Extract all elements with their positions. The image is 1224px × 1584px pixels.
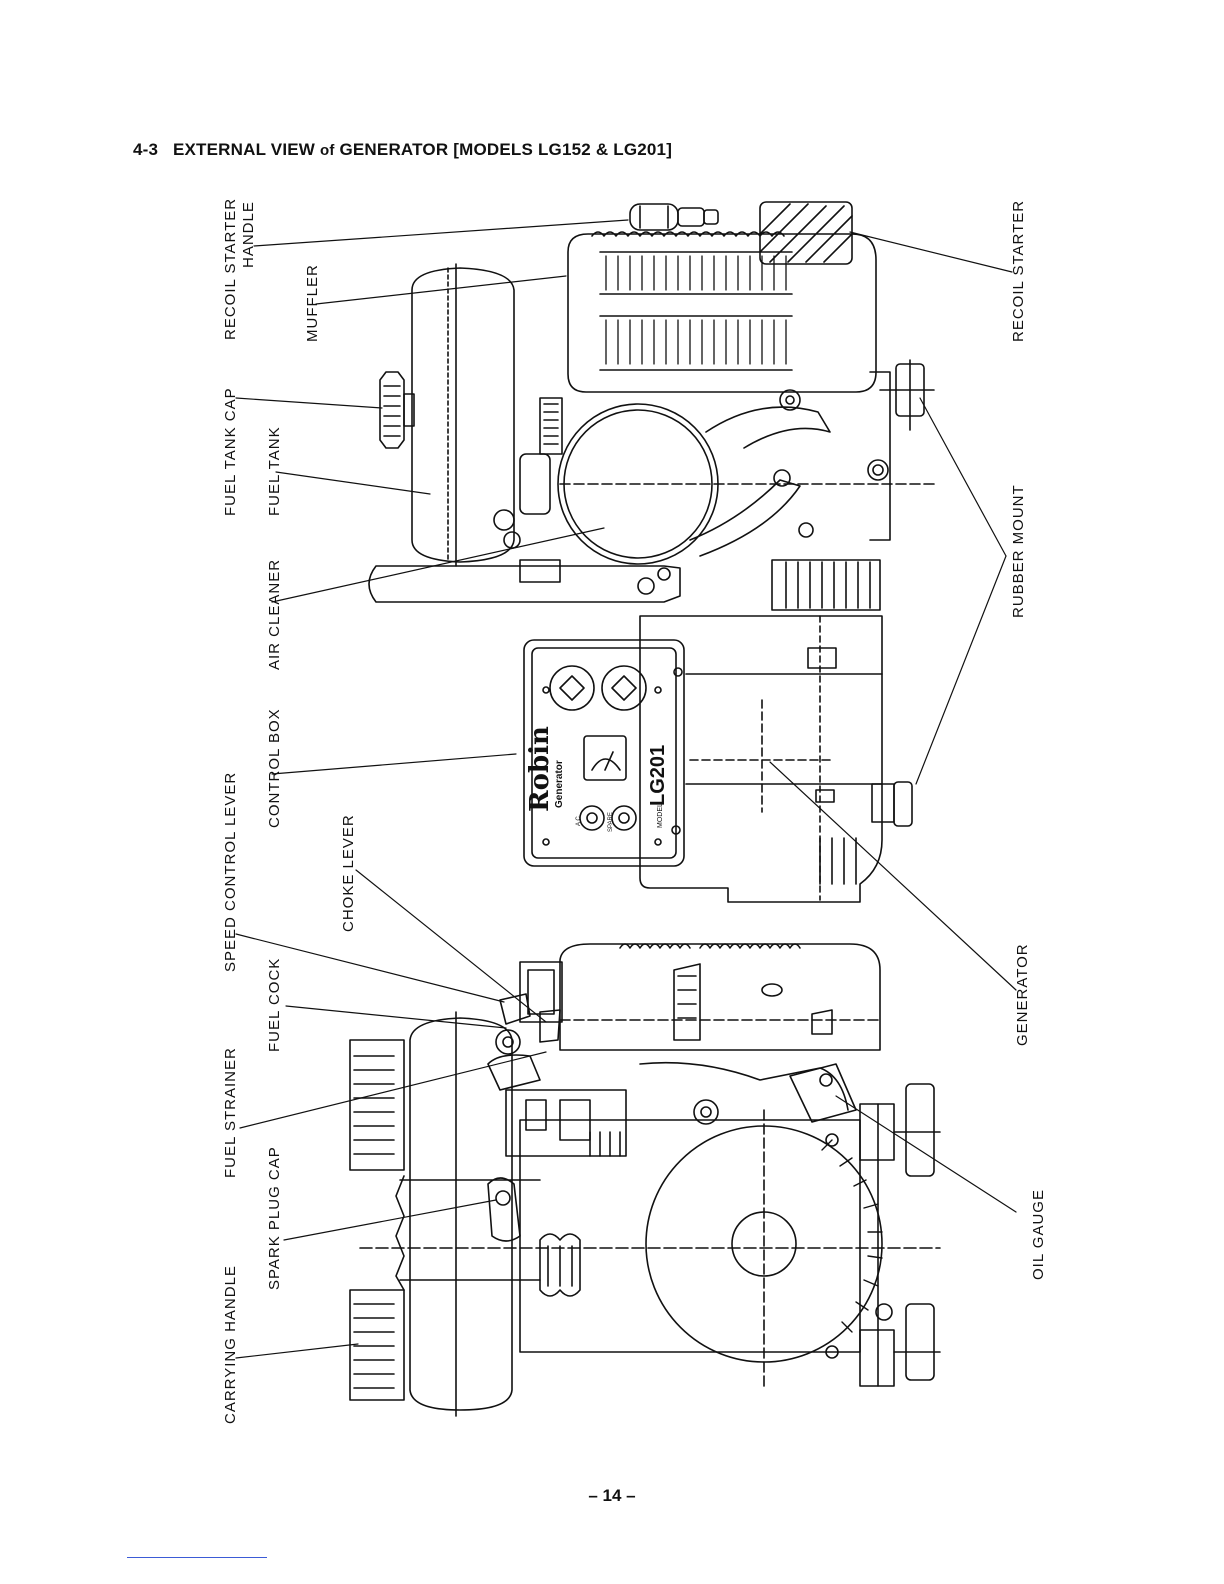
fuel-tank-cap-shape bbox=[379, 371, 415, 449]
section-title-of: of bbox=[319, 142, 335, 159]
panel-brand: Robin bbox=[525, 726, 555, 812]
leader-lines bbox=[235, 219, 1017, 1359]
control-box-shape: Robin Generator MODEL LG201 A C SPARE bbox=[523, 639, 685, 867]
top-frame-shape bbox=[368, 359, 935, 603]
side-engine-top-shape bbox=[559, 943, 881, 1051]
air-cleaner-shape bbox=[557, 403, 935, 565]
section-title-part1: EXTERNAL VIEW bbox=[172, 140, 316, 159]
side-rubber-mounts-shape bbox=[859, 1083, 941, 1387]
section-heading: 4-3 EXTERNAL VIEW of GENERATOR [MODELS L… bbox=[133, 140, 672, 160]
top-view: Robin Generator MODEL LG201 A C SPARE bbox=[368, 201, 935, 903]
carburetor-linkage-shape bbox=[493, 389, 889, 549]
side-view bbox=[349, 943, 941, 1417]
footer-rule bbox=[127, 1557, 267, 1558]
side-fuel-tank-shape bbox=[349, 1011, 541, 1417]
panel-subtitle: Generator bbox=[554, 760, 565, 808]
top-fins-shape bbox=[771, 559, 881, 611]
fuel-tank-shape bbox=[411, 263, 515, 567]
panel-ac: A C bbox=[576, 816, 582, 826]
panel-model-prefix: MODEL bbox=[657, 803, 664, 828]
page-number: – 14 – bbox=[588, 1486, 636, 1505]
side-controls-shape bbox=[487, 961, 857, 1157]
panel-model: LG201 bbox=[647, 745, 669, 806]
recoil-starter-handle-shape bbox=[629, 203, 719, 231]
generator-body-shape bbox=[639, 615, 913, 903]
flywheel-shape bbox=[359, 1109, 941, 1391]
section-number: 4-3 bbox=[133, 140, 159, 159]
panel-spare: SPARE bbox=[608, 812, 614, 832]
spark-plug-cap-shape bbox=[487, 1177, 581, 1297]
section-title-part2: GENERATOR [MODELS LG152 & LG201] bbox=[339, 140, 673, 159]
